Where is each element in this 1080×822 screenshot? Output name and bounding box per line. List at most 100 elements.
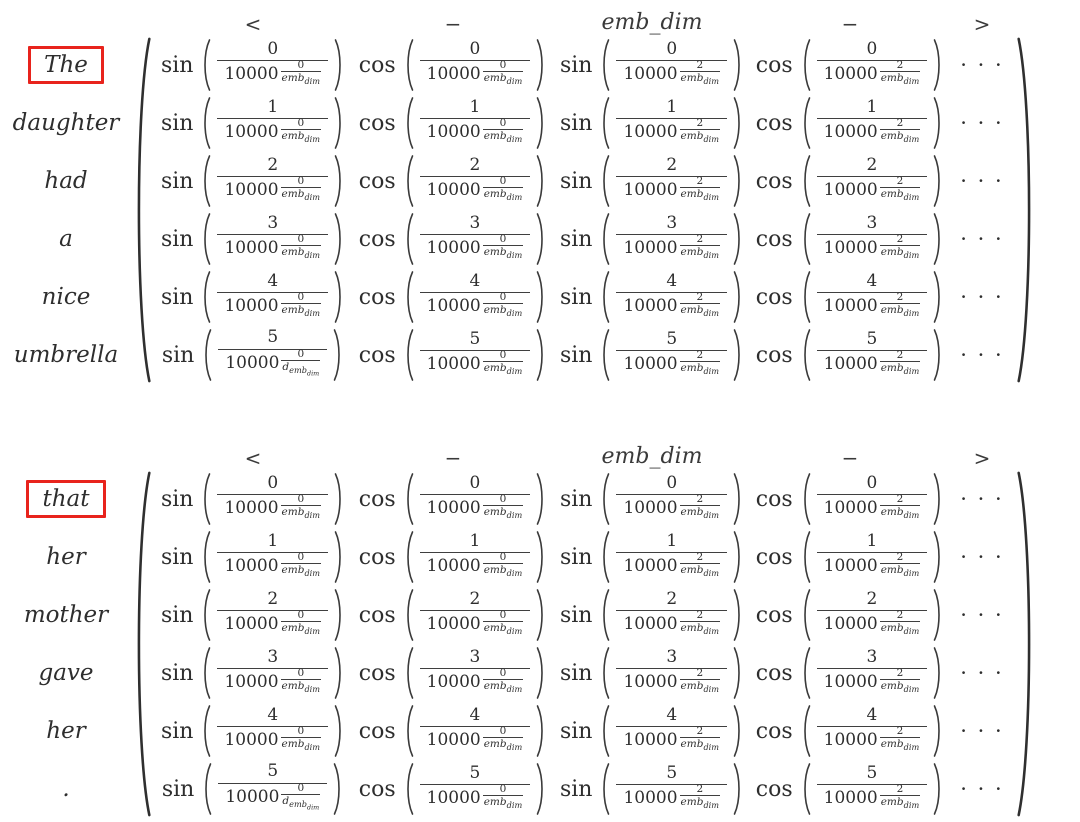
exponent-denominator: embdim <box>679 737 721 753</box>
exponent-denominator: embdim <box>879 129 921 145</box>
position-numerator: 4 <box>469 270 481 291</box>
base-value: 10000 <box>426 614 481 635</box>
trig-fn-label: sin <box>559 52 593 78</box>
cell-paren-left-icon <box>803 329 810 381</box>
word: had <box>44 168 88 194</box>
base-value: 10000 <box>623 788 678 809</box>
exponent-denominator: embdim <box>879 679 921 695</box>
cell-paren-left-icon <box>204 213 211 265</box>
exponent-denominator: embdim <box>879 245 921 261</box>
exponent-denominator: embdim <box>280 187 322 203</box>
word: mother <box>23 602 109 628</box>
trig-fn-label: sin <box>160 284 194 310</box>
exponent-denominator: embdim <box>482 737 524 753</box>
exponent-denominator: dembdim <box>281 359 321 378</box>
ellipsis: · · · <box>960 227 1004 251</box>
base-value: 10000 <box>823 730 878 751</box>
position-numerator: 5 <box>666 762 678 783</box>
base-value: 10000 <box>623 672 678 693</box>
cell-paren-right-icon <box>334 473 341 525</box>
cell-paren-right-icon <box>536 473 544 525</box>
highlighted-word: that <box>26 480 106 518</box>
exponent-denominator: embdim <box>482 361 524 377</box>
trig-fn-label: sin <box>160 602 194 628</box>
ellipsis: · · · <box>960 777 1004 801</box>
position-numerator: 0 <box>666 38 678 59</box>
base-value: 10000 <box>224 296 279 317</box>
exponent-numerator: 0 <box>499 117 507 130</box>
cell-paren-left-icon <box>406 97 413 149</box>
trig-fn-label: cos <box>755 718 793 744</box>
base-value: 10000 <box>823 354 878 375</box>
base-value: 10000 <box>224 614 279 635</box>
exponent-numerator: 0 <box>297 59 305 72</box>
base-value: 10000 <box>823 64 878 85</box>
exponent-numerator: 2 <box>696 667 704 680</box>
ellipsis: · · · <box>960 603 1004 627</box>
base-value: 10000 <box>623 238 678 259</box>
cell-paren-left-icon <box>803 705 810 757</box>
cell-paren-right-icon <box>334 647 341 699</box>
cell-paren-left-icon <box>603 213 610 265</box>
cell-paren-right-icon <box>334 155 341 207</box>
cell-paren-left-icon <box>406 531 413 583</box>
trig-fn-label: sin <box>160 660 194 686</box>
base-value: 10000 <box>224 672 279 693</box>
exponent-denominator: embdim <box>482 303 524 319</box>
base-value: 10000 <box>224 122 279 143</box>
word: . <box>62 776 70 802</box>
trig-fn-label: sin <box>559 226 593 252</box>
exponent-numerator: 0 <box>499 349 507 362</box>
word-label: had <box>4 152 128 210</box>
cell-paren-left-icon <box>603 589 610 641</box>
width-dash-left: − <box>444 12 462 36</box>
exponent-numerator: 0 <box>499 233 507 246</box>
ellipsis: · · · <box>960 285 1004 309</box>
exponent-numerator: 0 <box>297 347 305 360</box>
position-numerator: 3 <box>469 212 481 233</box>
base-value: 10000 <box>623 614 678 635</box>
exponent-numerator: 0 <box>499 291 507 304</box>
base-value: 10000 <box>426 672 481 693</box>
cell-paren-right-icon <box>933 763 941 815</box>
position-numerator: 5 <box>267 761 279 782</box>
trig-fn-label: sin <box>160 544 194 570</box>
exponent-denominator: embdim <box>879 563 921 579</box>
cell-paren-left-icon <box>803 97 810 149</box>
width-arrow-right: > <box>973 12 991 36</box>
cell-paren-right-icon <box>536 647 544 699</box>
matrix-open-paren <box>128 470 154 818</box>
